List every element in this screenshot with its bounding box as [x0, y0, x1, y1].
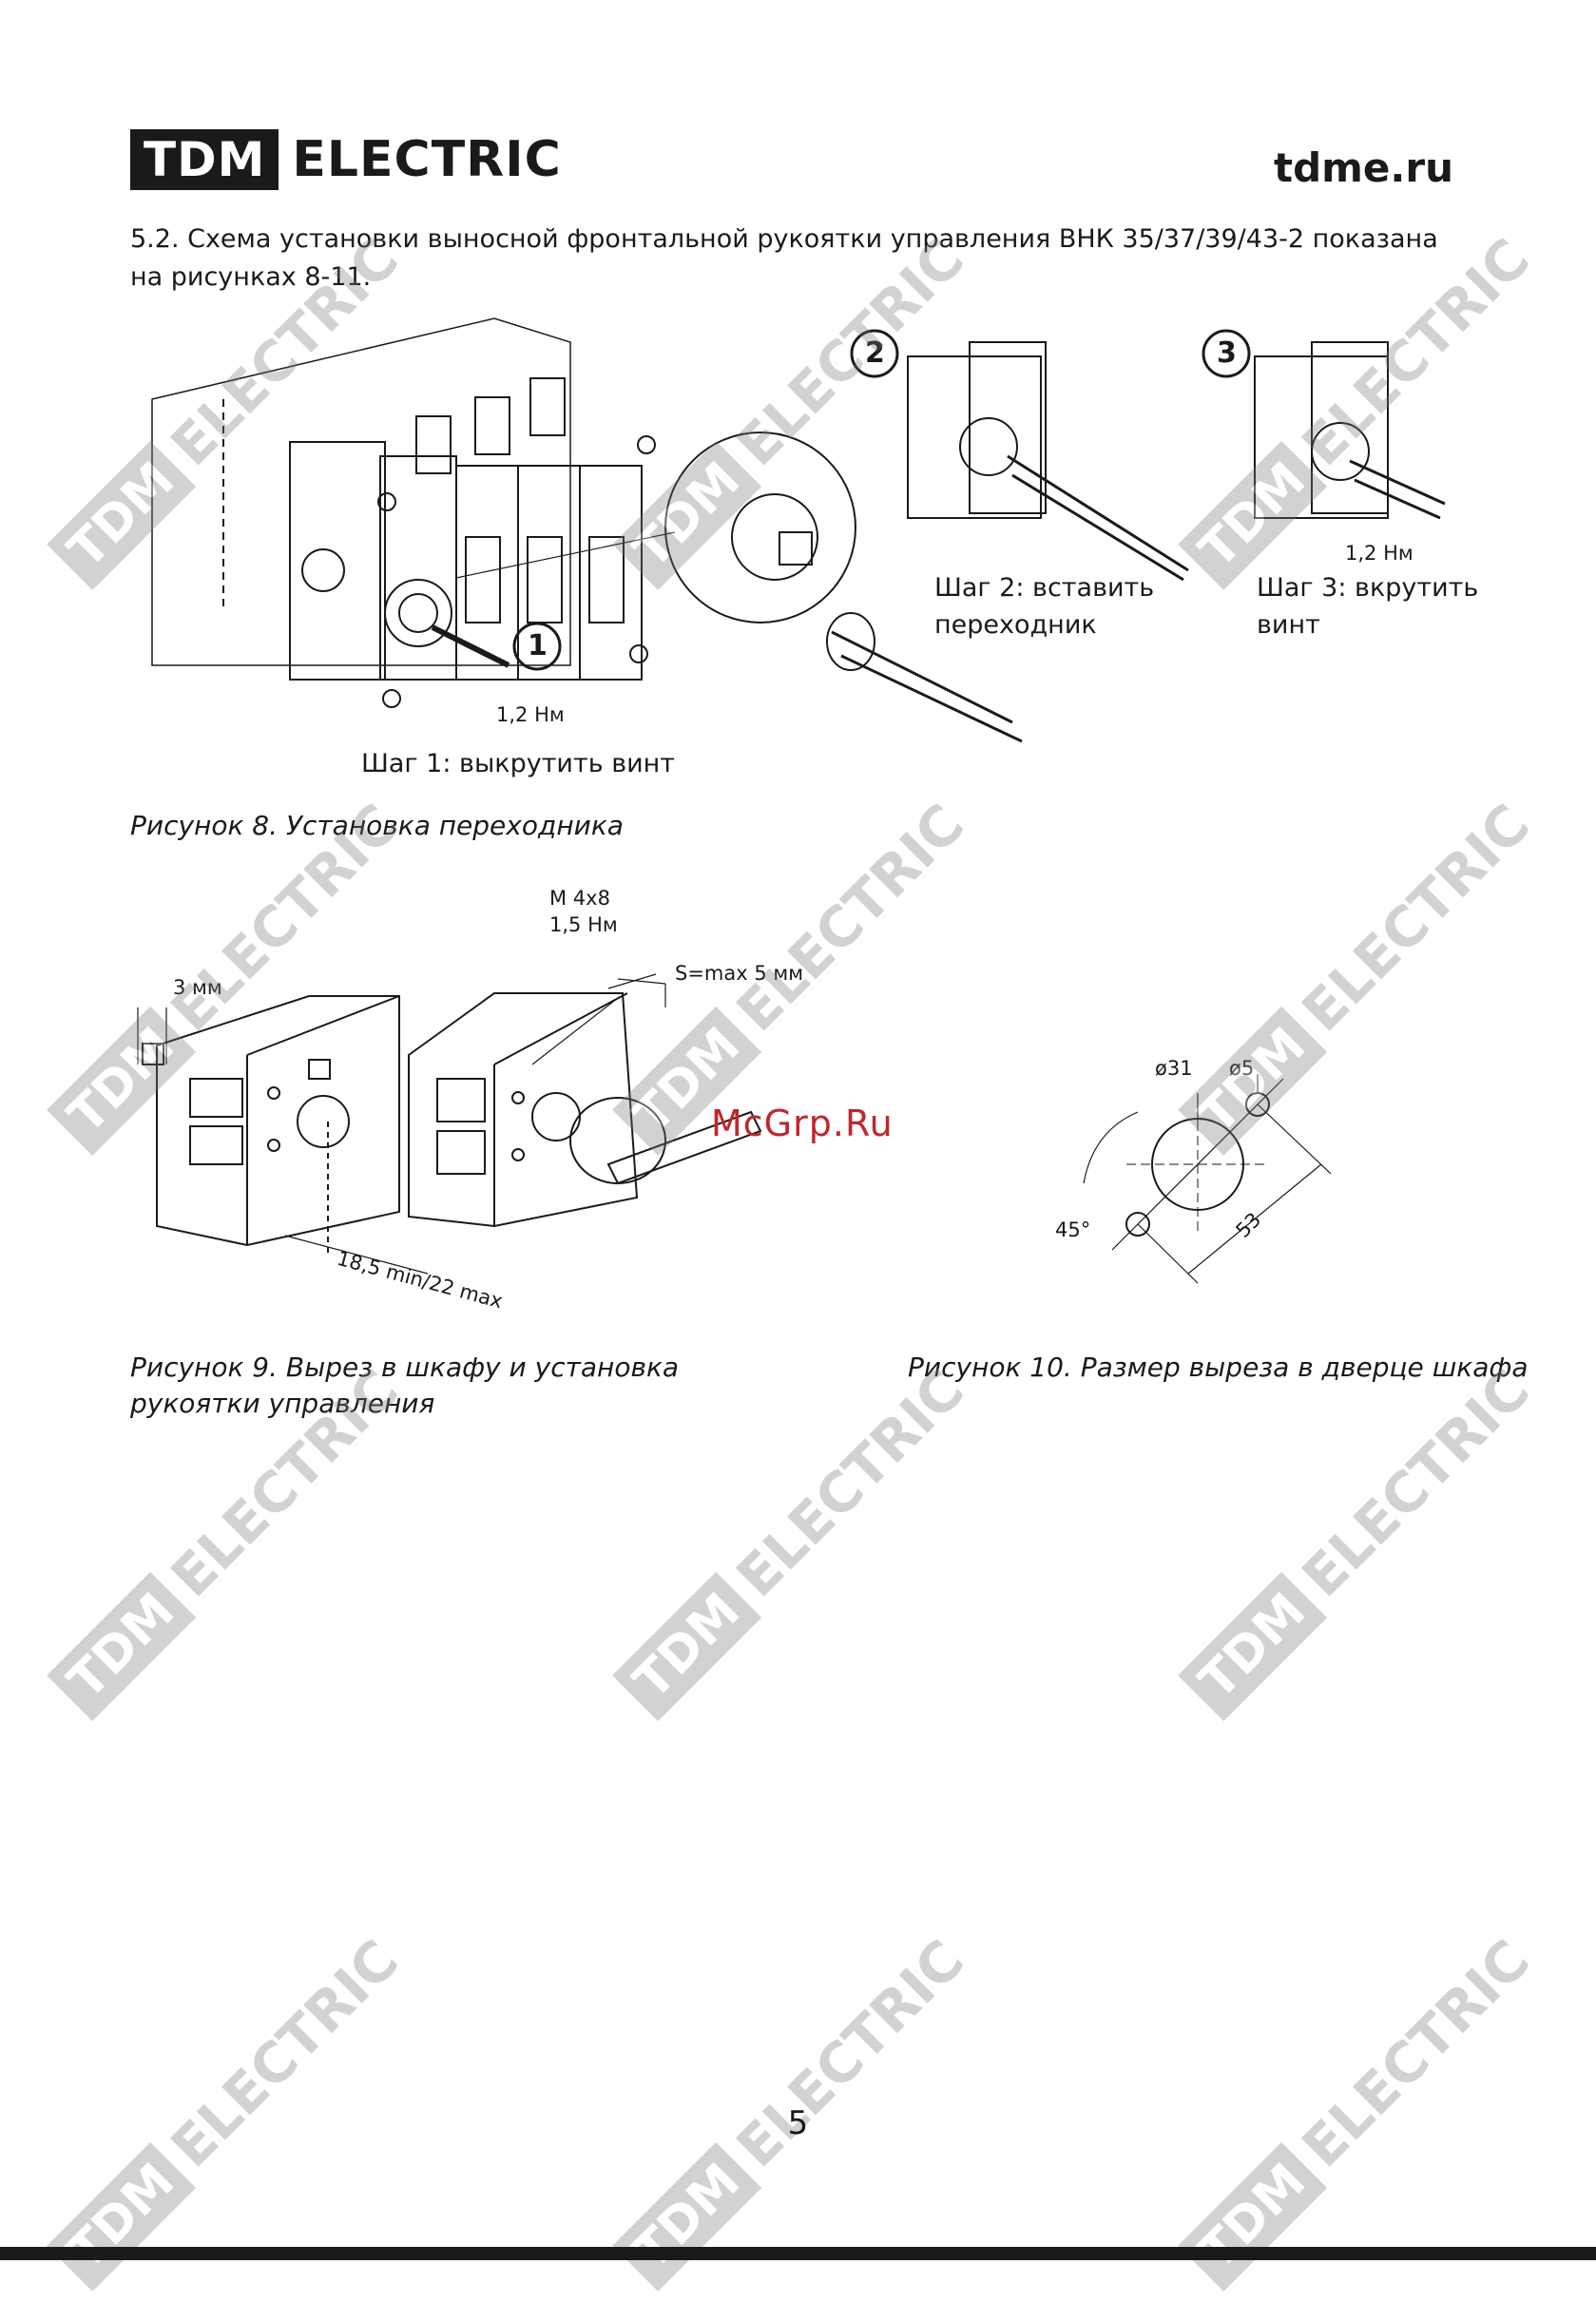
dim-3mm: 3 мм	[173, 976, 222, 999]
brand-logo: TDM ELECTRIC	[130, 129, 562, 190]
screw-torque: 1,5 Нм	[549, 913, 618, 936]
step3-number: 3	[1217, 336, 1237, 370]
overlay-text: McGrp.Ru	[711, 1103, 894, 1144]
intro-paragraph: 5.2. Схема установки выносной фронтально…	[130, 224, 1438, 292]
torque-step1: 1,2 Нм	[496, 703, 565, 726]
figure9-caption-line2: рукоятки управления	[130, 1388, 435, 1419]
site-url: tdme.ru	[1274, 144, 1453, 191]
step1-number: 1	[528, 629, 548, 662]
step2-label-line2: переходник	[934, 610, 1097, 640]
step2-label-line1: Шаг 2: вставить	[934, 573, 1155, 603]
screw-size: М 4х8	[549, 887, 610, 910]
step3-label-line1: Шаг 3: вкрутить	[1257, 573, 1479, 603]
torque-step3: 1,2 Нм	[1345, 542, 1413, 565]
step1-label: Шаг 1: выкрутить винт	[361, 749, 676, 778]
figure8-caption: Рисунок 8. Установка переходника	[130, 810, 624, 841]
step2-number: 2	[865, 336, 885, 370]
figure9-caption-line1: Рисунок 9. Вырез в шкафу и установка	[130, 1352, 680, 1383]
diameter-5: ø5	[1229, 1050, 1254, 1086]
page-number: 5	[787, 2104, 809, 2142]
s-max: S=max 5 мм	[675, 962, 804, 985]
angle-45: 45°	[1055, 1218, 1091, 1241]
logo-text: ELECTRIC	[292, 131, 562, 188]
step3-label-line2: винт	[1257, 610, 1320, 640]
bottom-rule	[0, 2247, 1596, 2260]
diameter-31: ø31	[1155, 1057, 1193, 1080]
figure10-caption: Рисунок 10. Размер выреза в дверце шкафа	[908, 1352, 1529, 1383]
logo-box: TDM	[130, 129, 279, 190]
